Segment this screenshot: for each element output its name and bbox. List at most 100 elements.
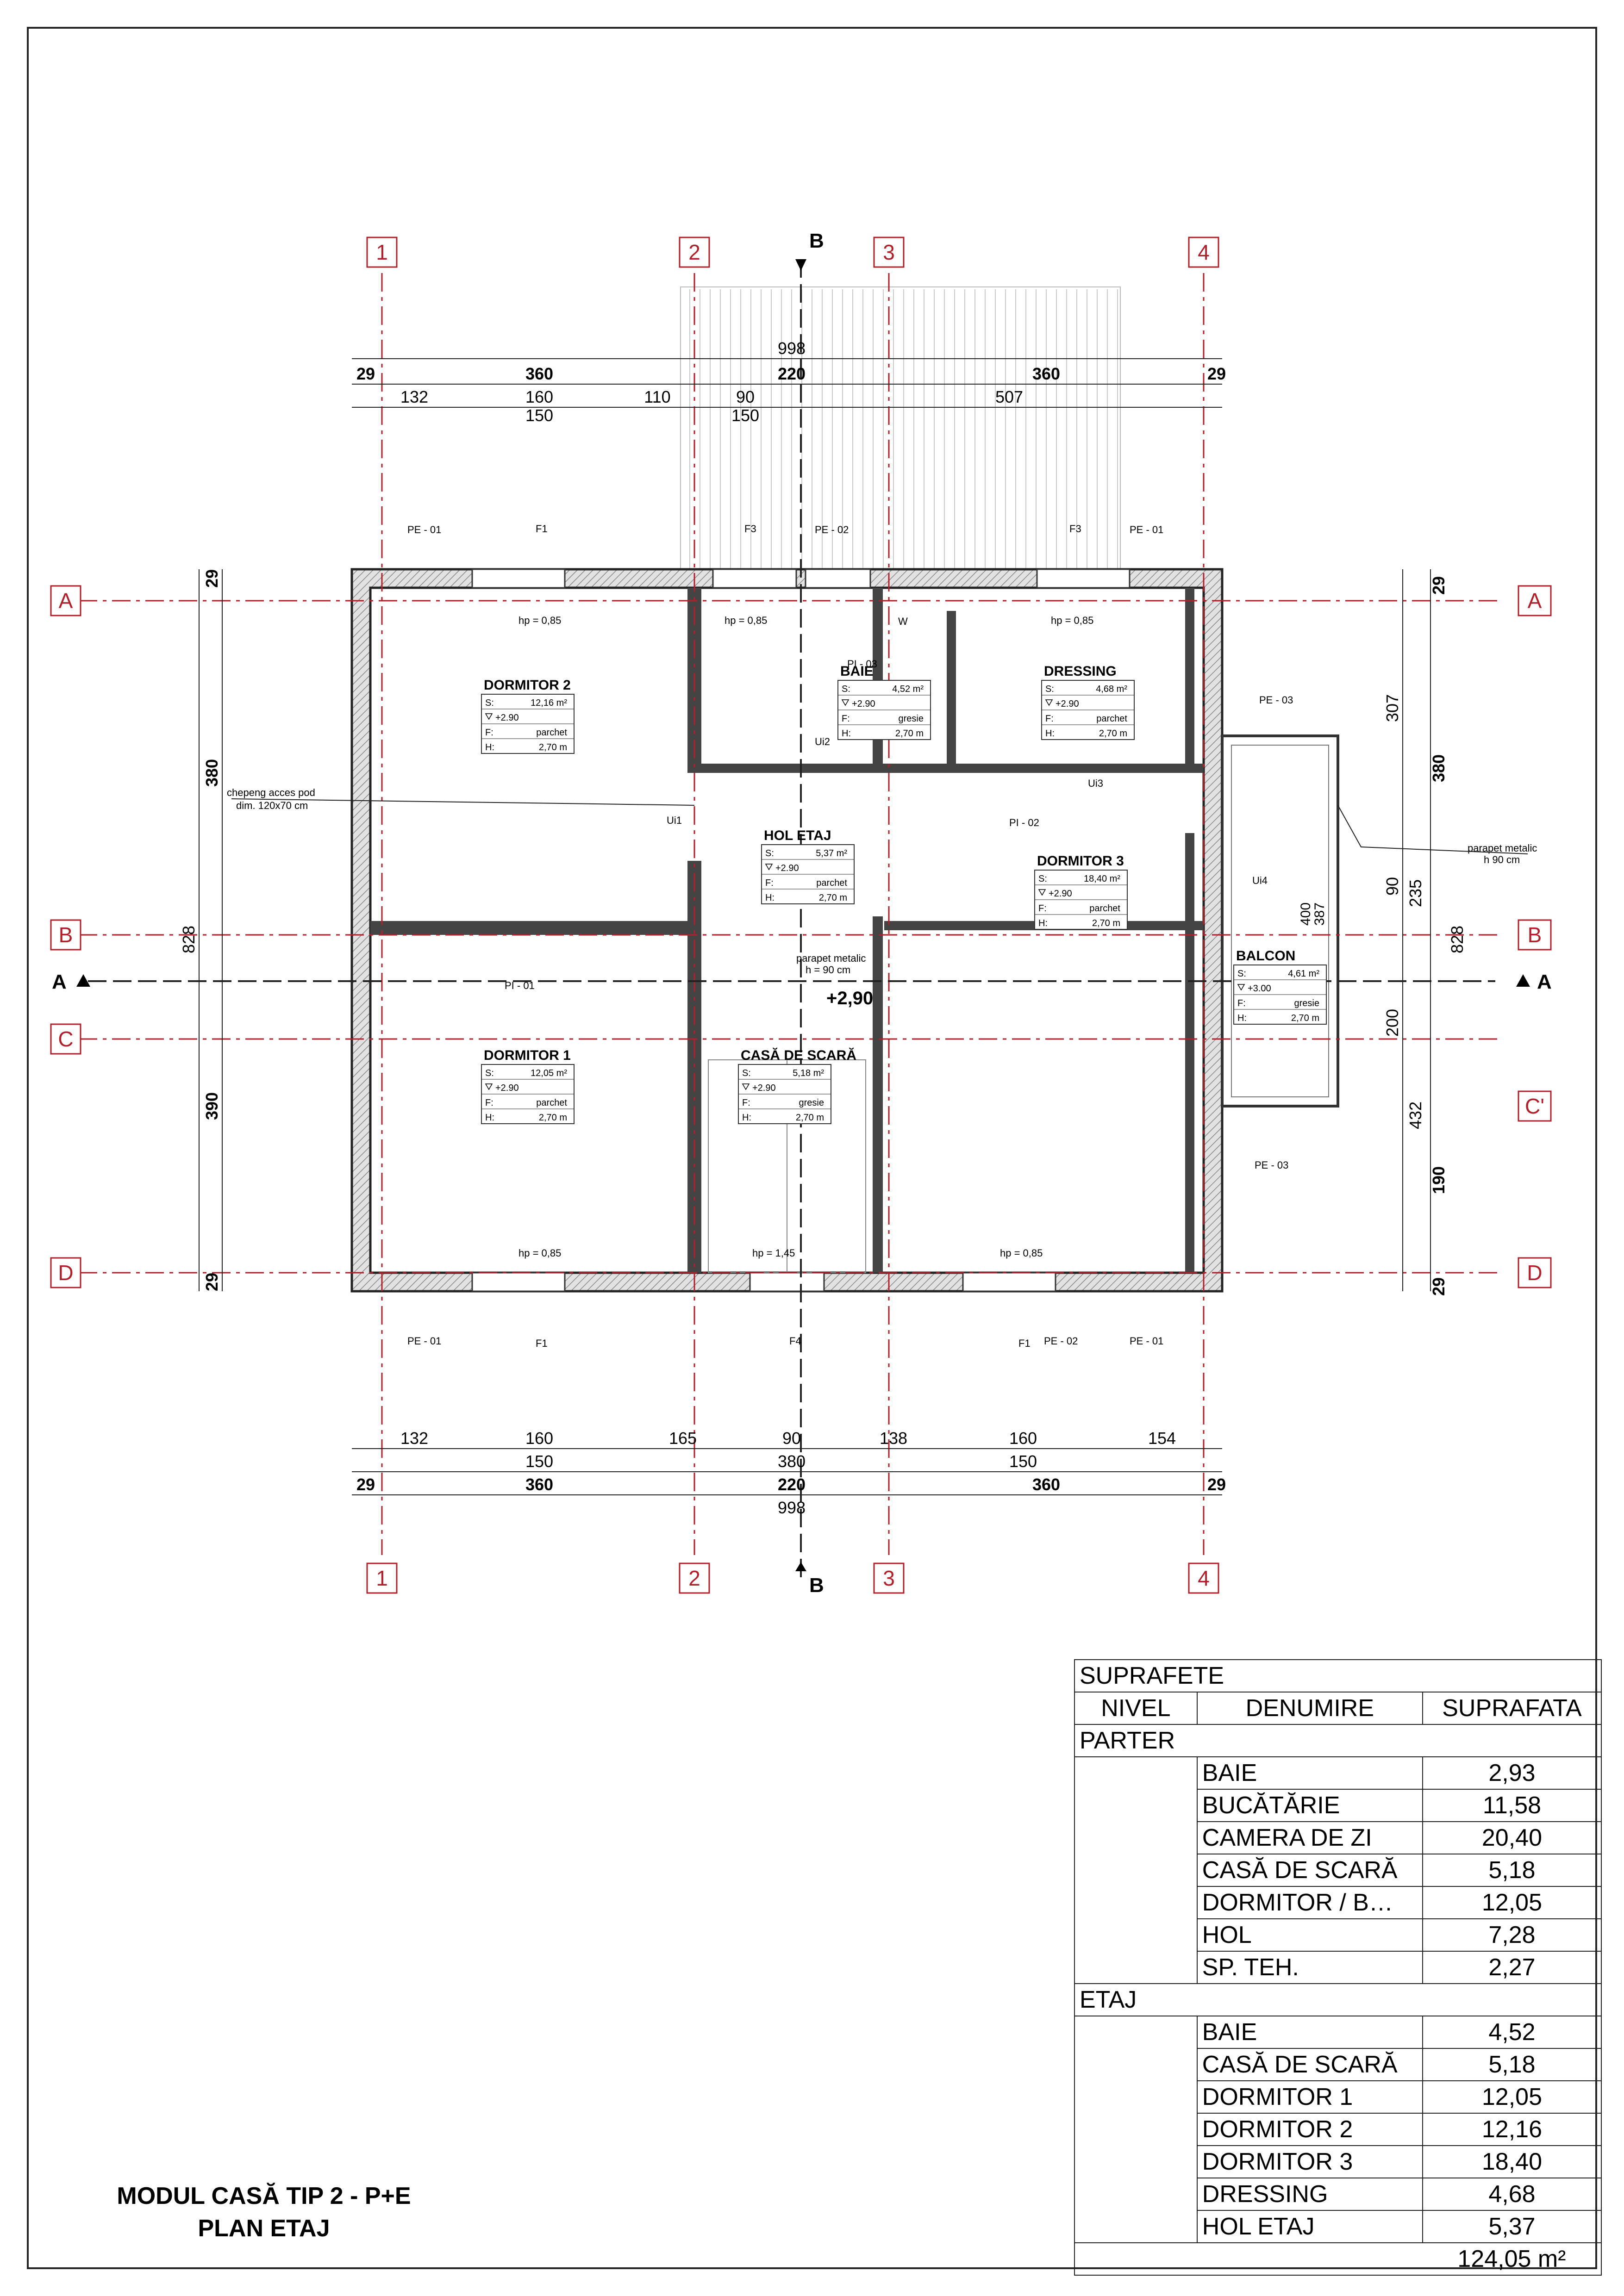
elevation-mark: +2,90 bbox=[826, 988, 873, 1008]
top-dimensions: 998 29 360 220 360 29 132 160 110 90 507… bbox=[356, 339, 1226, 425]
dim-right-387: 387 bbox=[1312, 902, 1327, 926]
room-name: DRESSING bbox=[1044, 664, 1117, 679]
grid-label: 2 bbox=[688, 1566, 700, 1590]
f3-top-b: F3 bbox=[1069, 523, 1081, 535]
total-area: 124,05 m² bbox=[1457, 2246, 1566, 2272]
dim-top-360a: 360 bbox=[525, 364, 553, 383]
pe02-bot: PE - 02 bbox=[1044, 1335, 1078, 1347]
grid-label: D bbox=[1527, 1261, 1542, 1285]
dim-top-90: 90 bbox=[736, 387, 755, 406]
dim-top-150a: 150 bbox=[525, 406, 553, 425]
dim-bot-160a: 160 bbox=[525, 1429, 553, 1448]
dim-bot-29b: 29 bbox=[1207, 1475, 1226, 1494]
grid-label: 1 bbox=[376, 1566, 388, 1590]
room-finish: parchet bbox=[536, 728, 567, 738]
room-height: 2,70 m bbox=[1291, 1013, 1319, 1023]
grid-bubble-2: 2 bbox=[679, 1562, 710, 1594]
room-s-label: S: bbox=[765, 848, 774, 859]
grid-bubble-right-D: D bbox=[1518, 1257, 1552, 1288]
dim-top-150b: 150 bbox=[731, 406, 759, 425]
ui4-label: Ui4 bbox=[1252, 875, 1268, 886]
dim-left-390: 390 bbox=[202, 1092, 221, 1120]
dim-bot-220: 220 bbox=[778, 1475, 806, 1494]
table-row-area: 5,18 bbox=[1422, 1854, 1602, 1887]
table-row-name: DORMITOR 3 bbox=[1196, 2145, 1423, 2178]
dim-bot-160b: 160 bbox=[1009, 1429, 1037, 1448]
room-finish: gresie bbox=[799, 1098, 824, 1108]
hp-note-3: hp = 0,85 bbox=[1051, 615, 1093, 626]
room-name: DORMITOR 3 bbox=[1037, 853, 1124, 869]
grid-bubble-left-D: D bbox=[50, 1257, 81, 1288]
grid-label: B bbox=[1528, 923, 1542, 947]
dim-top-160: 160 bbox=[525, 387, 553, 406]
ui1-label: Ui1 bbox=[667, 815, 682, 826]
dim-top-132: 132 bbox=[400, 387, 428, 406]
table-row-name: HOL ETAJ bbox=[1196, 2210, 1423, 2243]
dim-left-828: 828 bbox=[179, 926, 198, 953]
dimension-lines bbox=[199, 358, 1431, 1495]
table-row-name: DRESSING bbox=[1196, 2178, 1423, 2211]
room-h-label: H: bbox=[765, 893, 775, 903]
header-suprafata: SUPRAFATA bbox=[1422, 1692, 1602, 1725]
dim-right-307: 307 bbox=[1383, 694, 1402, 722]
parapet-note-stair: parapet metalic bbox=[796, 952, 866, 964]
table-row-name: CAMERA DE ZI bbox=[1196, 1821, 1423, 1854]
grid-bubble-3: 3 bbox=[873, 236, 905, 268]
table-row-name: DORMITOR 1 bbox=[1196, 2080, 1423, 2114]
room-s-label: S: bbox=[742, 1068, 751, 1078]
room-height: 2,70 m bbox=[895, 728, 924, 739]
table-title: SUPRAFETE bbox=[1074, 1659, 1602, 1692]
room-area: 5,18 m² bbox=[793, 1068, 824, 1078]
left-dimensions: 29 380 828 390 29 bbox=[179, 569, 221, 1291]
pe02-top: PE - 02 bbox=[815, 524, 849, 535]
title-line-1: MODUL CASĂ TIP 2 - P+E bbox=[117, 2183, 411, 2209]
title-line-2: PLAN ETAJ bbox=[198, 2215, 330, 2242]
room-finish: parchet bbox=[1089, 903, 1120, 914]
grid-bubble-2: 2 bbox=[679, 236, 710, 268]
dim-bot-150a: 150 bbox=[525, 1452, 553, 1471]
pe01-top-left: PE - 01 bbox=[407, 524, 441, 535]
pe03-right-top: PE - 03 bbox=[1259, 694, 1293, 706]
table-row-name: CASĂ DE SCARĂ bbox=[1196, 2048, 1423, 2081]
room-finish: parchet bbox=[816, 878, 847, 888]
dim-right-29b: 29 bbox=[1429, 1277, 1448, 1296]
dim-bot-overall: 998 bbox=[778, 1498, 806, 1517]
w-label: W bbox=[898, 616, 908, 627]
room-f-label: F: bbox=[1237, 998, 1246, 1008]
ui2-label: Ui2 bbox=[815, 736, 830, 747]
table-row-area: 20,40 bbox=[1422, 1821, 1602, 1854]
grid-bubble-3: 3 bbox=[873, 1562, 905, 1594]
room-level: +2.90 bbox=[495, 1083, 519, 1093]
header-nivel: NIVEL bbox=[1074, 1692, 1198, 1725]
hatch-note: chepeng acces pod bbox=[227, 787, 315, 798]
dim-top-220: 220 bbox=[778, 364, 806, 383]
room-tags: DORMITOR 2S:12,16 m²+2.90F:parchetH:2,70… bbox=[481, 664, 1327, 1124]
dim-bot-138: 138 bbox=[880, 1429, 907, 1448]
grid-label: A bbox=[59, 589, 73, 613]
table-row-area: 2,27 bbox=[1422, 1951, 1602, 1984]
dim-left-380: 380 bbox=[202, 759, 221, 787]
dim-bot-165: 165 bbox=[669, 1429, 697, 1448]
room-height: 2,70 m bbox=[539, 742, 567, 753]
grid-label: A bbox=[1528, 589, 1542, 613]
grid-label: C' bbox=[1525, 1094, 1544, 1118]
total-spacer bbox=[1074, 2243, 1197, 2275]
room-name: BAIE bbox=[840, 664, 874, 679]
table-row-name: CASĂ DE SCARĂ bbox=[1196, 1854, 1423, 1887]
section-label-left: A bbox=[52, 971, 67, 993]
table-row-name: DORMITOR / B… bbox=[1196, 1886, 1423, 1919]
hatch-note-dim: dim. 120x70 cm bbox=[236, 800, 308, 811]
grid-bubble-left-A: A bbox=[50, 585, 81, 616]
grid-bubble-right-C': C' bbox=[1518, 1090, 1552, 1122]
parter-spacer bbox=[1074, 1756, 1198, 1984]
room-level: +2.90 bbox=[852, 699, 875, 709]
level-parter: PARTER bbox=[1074, 1724, 1602, 1757]
room-level: +2.90 bbox=[1049, 889, 1072, 899]
dim-top-110: 110 bbox=[644, 387, 670, 406]
dim-right-190: 190 bbox=[1429, 1166, 1448, 1194]
room-area: 4,52 m² bbox=[892, 684, 924, 694]
room-name: DORMITOR 1 bbox=[484, 1048, 571, 1063]
room-level: +2.90 bbox=[1056, 699, 1079, 709]
room-area: 12,16 m² bbox=[531, 698, 567, 708]
